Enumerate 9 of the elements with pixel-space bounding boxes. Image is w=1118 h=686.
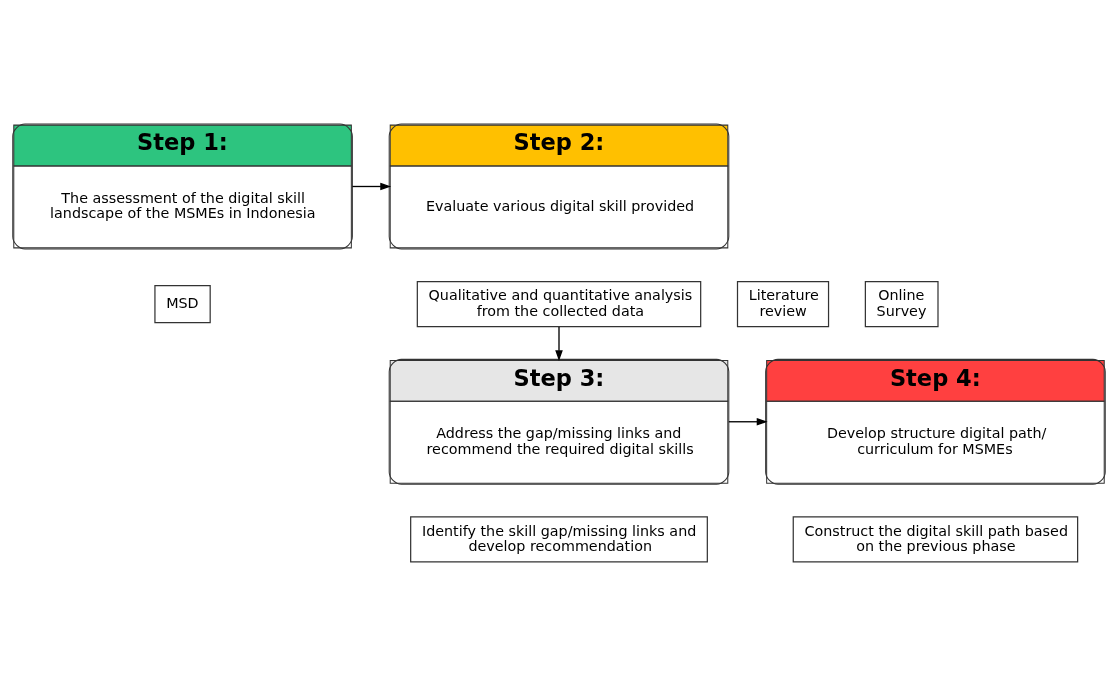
node-box: MSD: [154, 285, 211, 324]
node-box: Construct the digital skill path based on the previous phase: [792, 516, 1079, 563]
arrow: [351, 182, 392, 191]
arrow: [728, 417, 768, 426]
node-box: Literature review: [736, 281, 830, 328]
node-box: Identify the skill gap/missing links and develop recommendation: [410, 516, 708, 563]
arrow: [555, 326, 563, 362]
node-box: Online Survey: [864, 281, 939, 328]
node-box: Qualitative and quantitative analysis from the collected data: [416, 281, 702, 328]
